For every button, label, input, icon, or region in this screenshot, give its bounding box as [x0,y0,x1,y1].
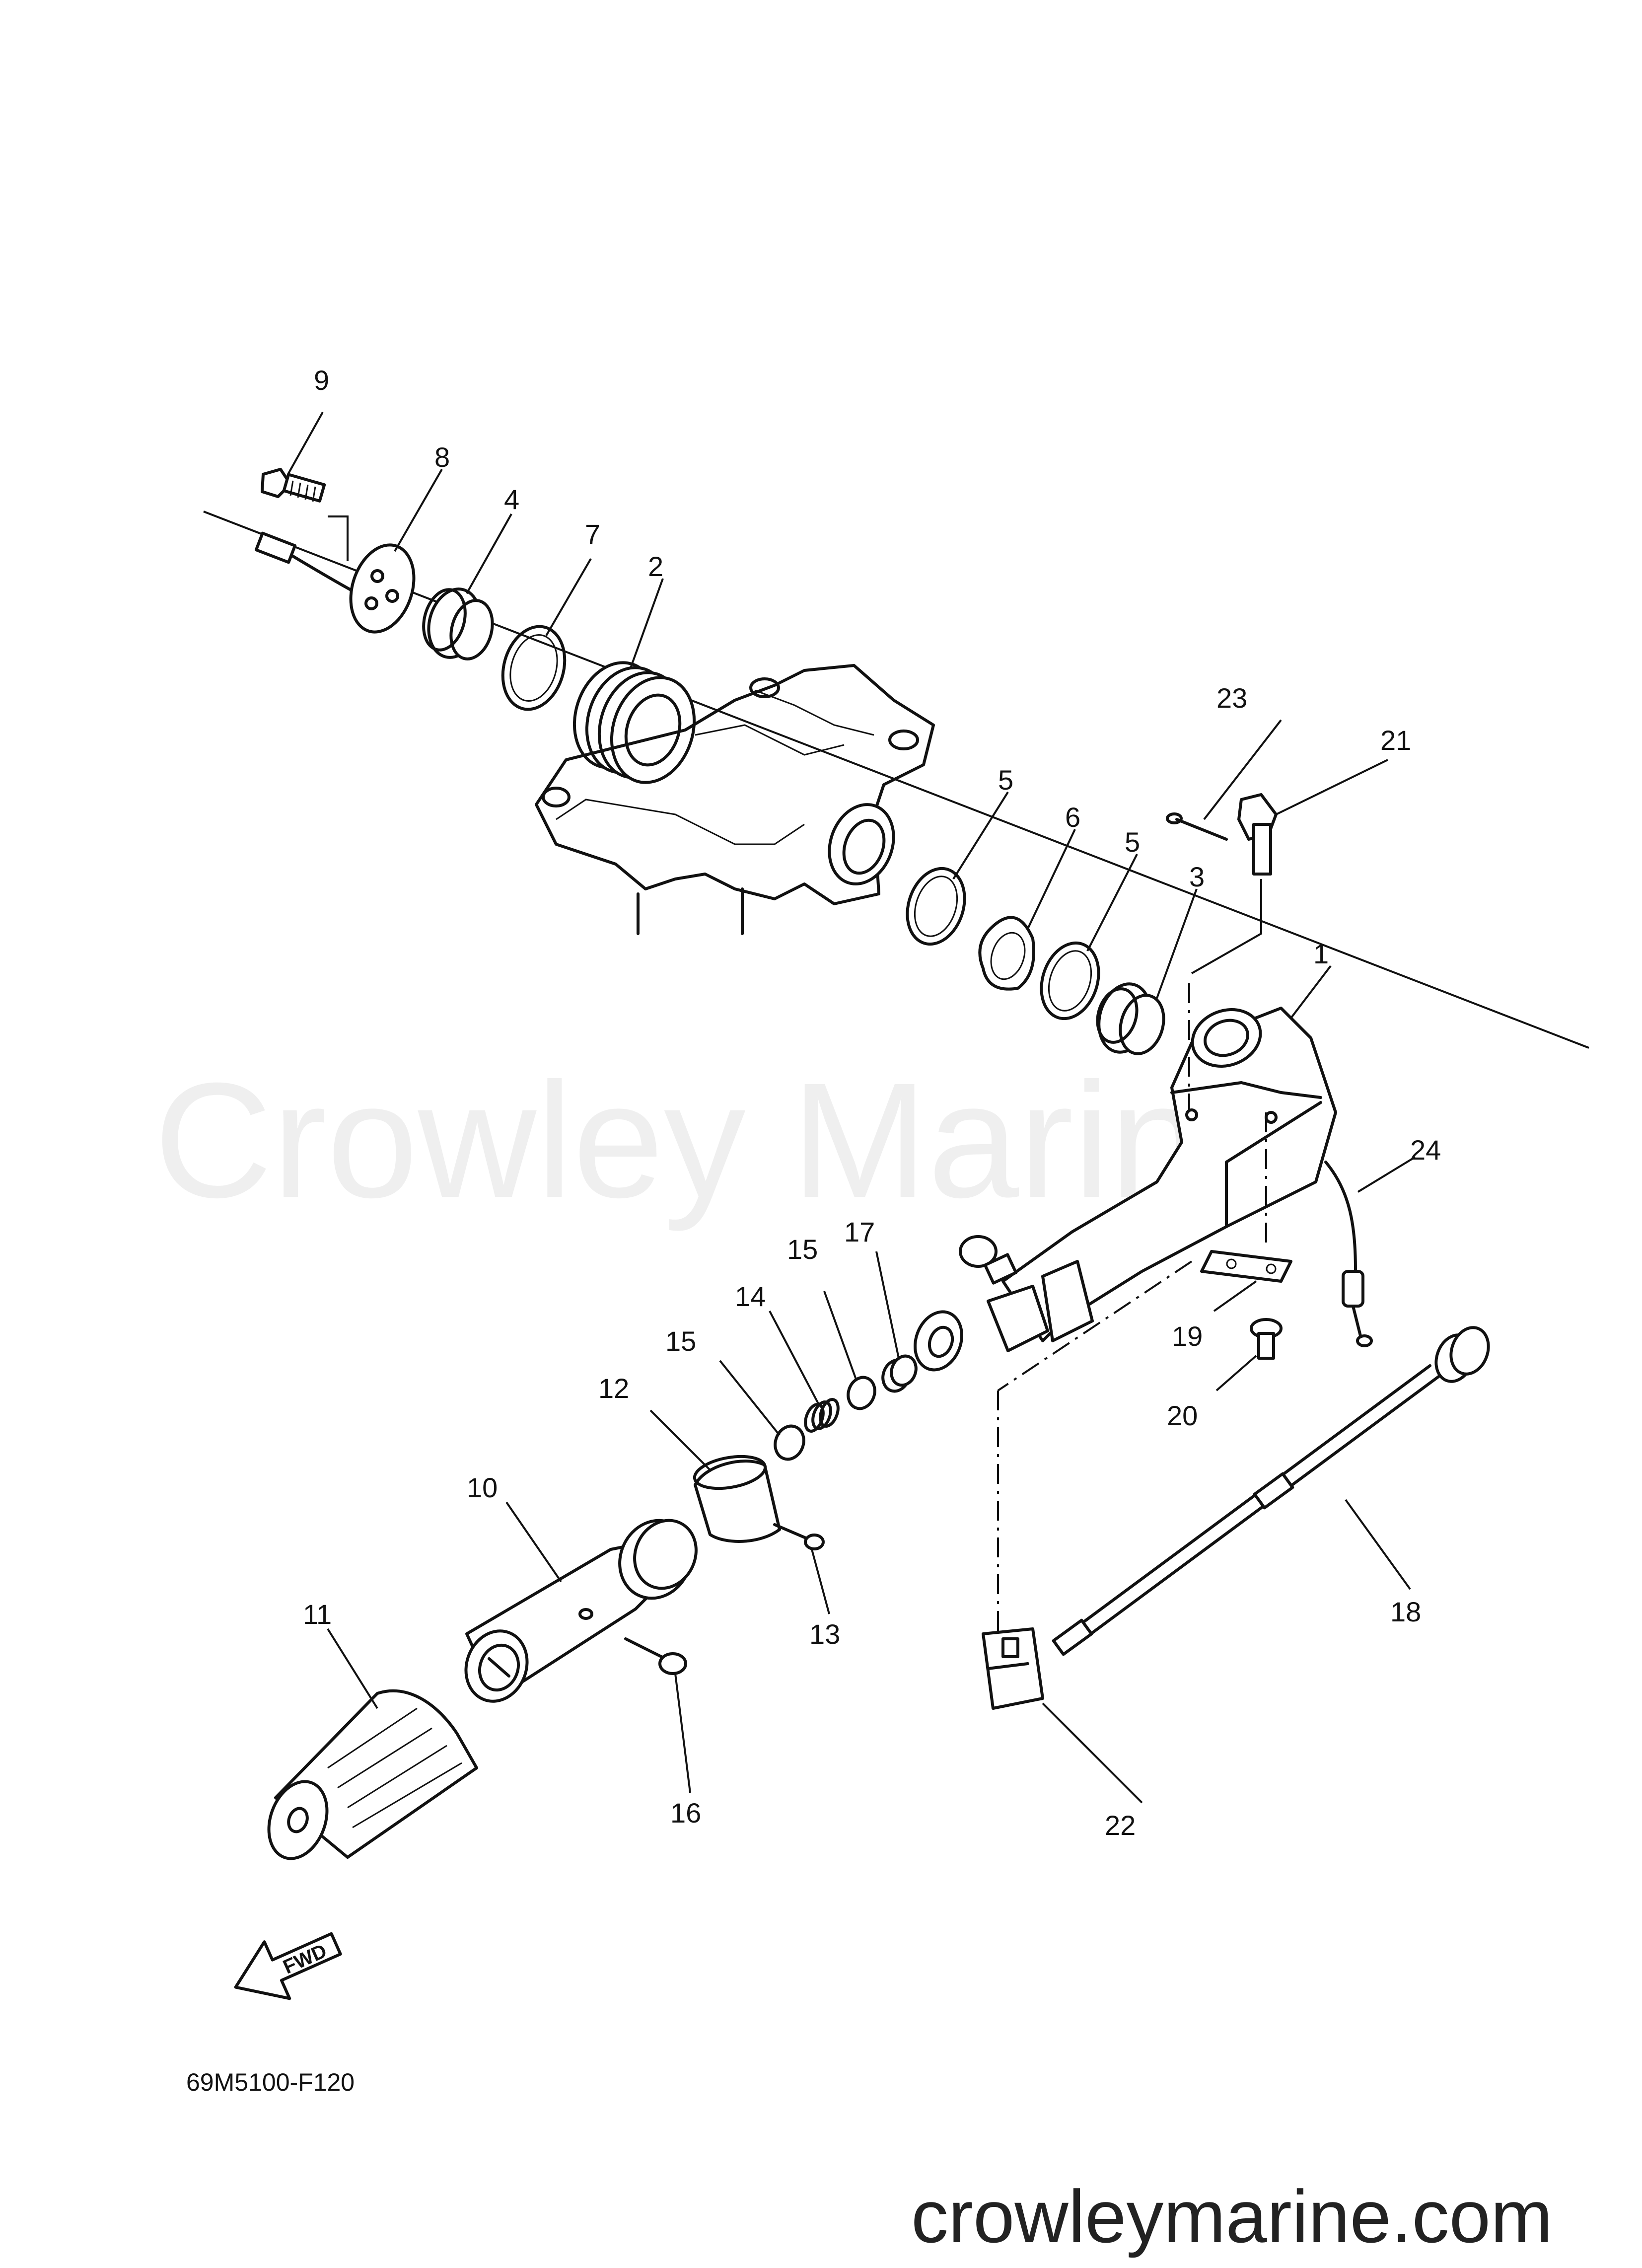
callout-14: 14 [735,1281,766,1312]
washer-15b [847,1376,876,1410]
tiller-bracket-1 [913,1007,1337,1372]
callout-8: 8 [434,441,450,473]
callout-15a: 15 [665,1325,696,1357]
plate-19 [1200,1250,1292,1283]
callout-23: 23 [1216,682,1247,714]
callout-16: 16 [670,1797,701,1829]
cable-end [203,511,269,537]
wave-washer-6 [978,916,1035,991]
callout-17: 17 [844,1216,875,1247]
callout-11: 11 [303,1599,332,1630]
diagram-code: 69M5100-F120 [186,2068,355,2096]
callout-3: 3 [1189,861,1205,892]
callout-7: 7 [585,518,600,550]
screw-20 [1250,1112,1283,1360]
throttle-shaft-10 [464,1519,698,1703]
callout-4: 4 [504,484,519,515]
fwd-arrow-icon: FWD [234,1932,342,2000]
callout-19: 19 [1172,1320,1203,1352]
callout-24: 24 [1410,1134,1441,1166]
cable-end-part [254,531,359,595]
bolt-9 [261,468,349,561]
spring-14 [804,1398,840,1433]
callout-5a: 5 [998,764,1013,796]
washer-15a [774,1424,805,1461]
callout-2: 2 [648,551,663,582]
grip-11 [267,1689,478,1860]
collar-17 [881,1354,918,1393]
guide-line-b [997,1260,1193,1391]
watermark-text: Crowley Marine [154,1048,1292,1233]
plate-8 [349,543,416,634]
clamp-22 [982,1627,1044,1710]
website-text: crowleymarine.com [911,2175,1553,2258]
stop-switch-21 [1191,793,1278,974]
sleeve-12 [693,1455,781,1543]
callout-15b: 15 [787,1234,818,1265]
callout-10: 10 [467,1472,498,1503]
callout-13: 13 [809,1618,840,1650]
cable-24 [1324,1161,1373,1347]
bushing-3 [1096,982,1165,1055]
callout-5b: 5 [1125,826,1140,858]
leader-lines [287,412,1416,1804]
callout-1: 1 [1313,938,1329,969]
bushing-4 [422,587,494,660]
callout-9: 9 [314,365,329,396]
callout-21: 21 [1380,725,1411,756]
pin-23 [1166,812,1228,841]
oring-5a [906,867,966,946]
screw-13 [773,1523,825,1550]
engine-bracket [535,664,935,935]
callout-12: 12 [598,1373,629,1404]
rod-18 [1052,1326,1490,1656]
callout-6: 6 [1065,802,1080,833]
oring-5b [1040,941,1100,1021]
grommet-2 [572,661,696,784]
callout-22: 22 [1105,1810,1136,1841]
screw-16 [624,1637,687,1675]
oring-7 [501,625,567,711]
callout-18: 18 [1390,1596,1421,1627]
callout-20: 20 [1167,1400,1198,1431]
